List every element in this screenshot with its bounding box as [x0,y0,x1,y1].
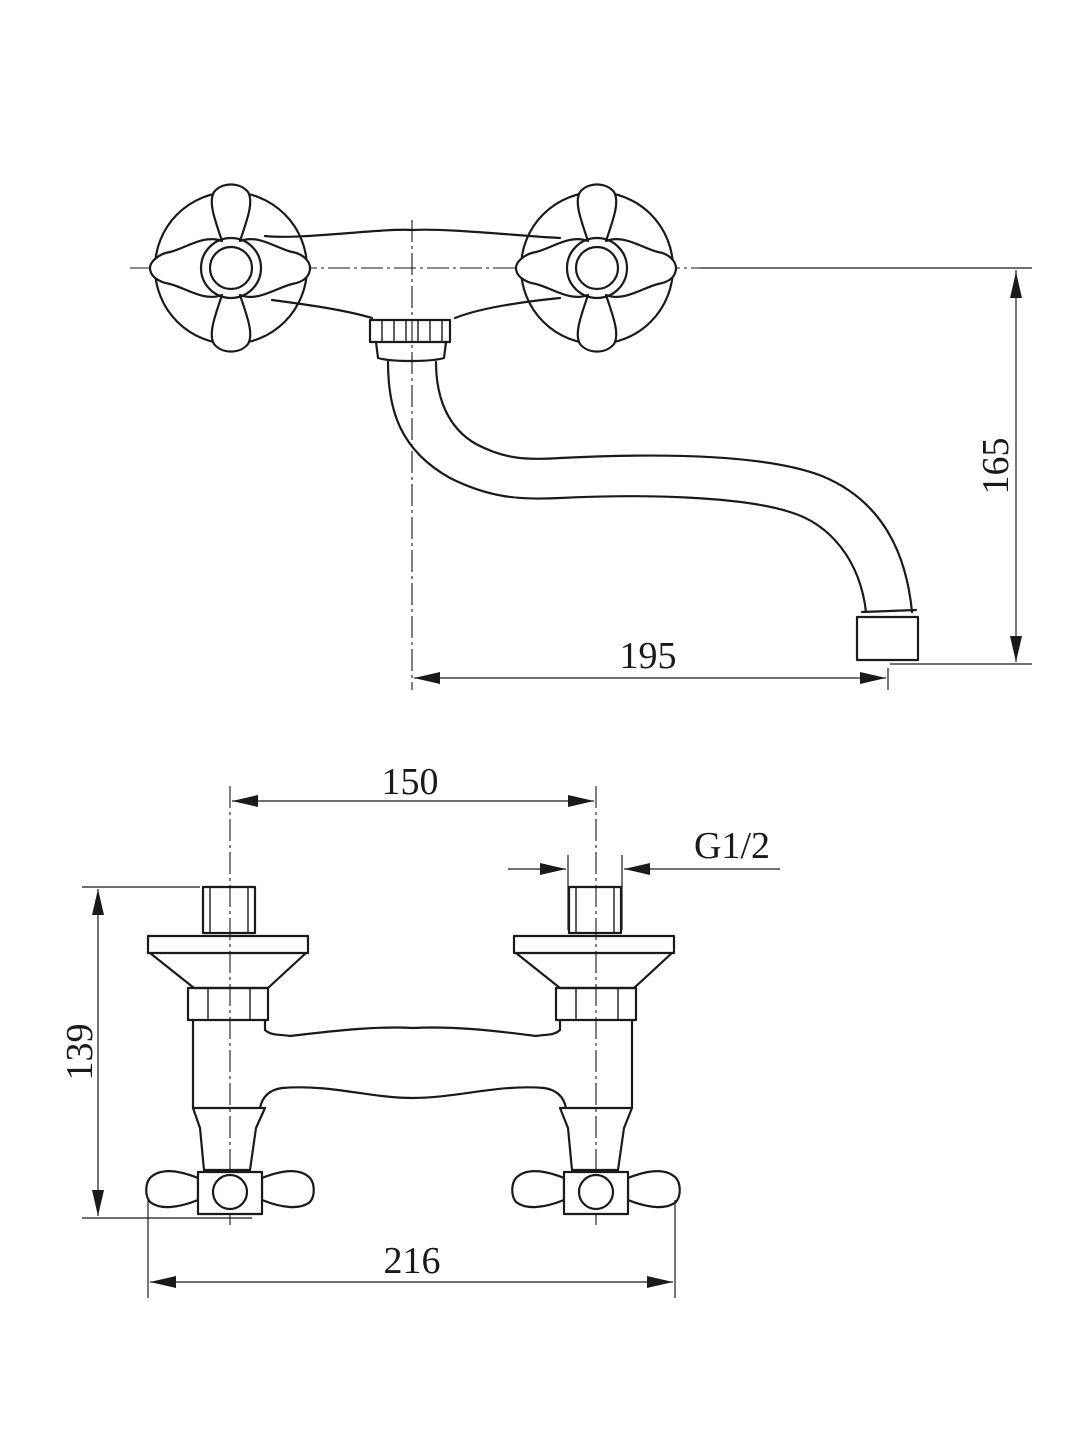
arrow-139-top [92,889,104,915]
left-spindle [191,1106,267,1172]
right-hub-inner [574,245,620,291]
top-view: 165 195 [130,183,1032,690]
left-valve-body [191,1018,292,1110]
left-flange [146,934,310,955]
dim-label-150: 150 [382,761,439,803]
left-inlet-connector [146,885,310,1022]
arrow-216-right [647,1276,673,1288]
left-flange-cone [148,951,308,990]
nut-knurl [368,318,452,344]
right-handle-hub [562,1170,630,1216]
arrow-216-left [150,1276,176,1288]
front-view: 150 G1/2 [59,761,780,1298]
right-hex-nut [554,986,638,1022]
right-flange-cone [514,951,674,990]
right-lever-left [511,1170,566,1209]
dim-label-thread: G1/2 [694,825,770,867]
right-hub-cap [577,1173,615,1211]
right-lever-right [626,1170,681,1209]
arrow-g12-left [540,863,566,875]
left-hex-nut [186,986,270,1022]
spout-outer [386,360,868,614]
right-cross-handle [514,183,678,353]
arrow-139-bottom [92,1190,104,1216]
arrow-165-bottom [1010,636,1022,662]
arrow-165-top [1010,272,1022,298]
right-hub-outer [565,236,629,300]
arrow-195-right [860,672,886,684]
spout-swivel-nut [368,318,452,363]
arrow-195-left [414,672,440,684]
left-hub-cap [211,1173,249,1211]
mixer-bridge [280,1026,546,1100]
arrow-150-right [568,795,594,807]
left-handle-hub [196,1170,264,1216]
aerator-top [860,608,918,614]
arrow-150-left [232,795,258,807]
spout-inner [434,360,914,614]
left-hub-outer [199,236,263,300]
left-hub-inner [208,245,254,291]
left-lever-left [145,1170,200,1209]
left-inlet-thread [201,885,257,935]
dim-label-195: 195 [620,635,677,677]
right-handle-front [511,1170,681,1216]
left-cross-handle [148,183,312,353]
right-flange [512,934,676,955]
dim-label-216: 216 [384,1240,441,1282]
dim-label-165: 165 [975,438,1017,495]
left-lever-right [260,1170,315,1209]
dim-label-139: 139 [59,1024,101,1081]
mixer-body-top [263,228,562,320]
right-valve-body [534,1018,634,1110]
left-handle-front [145,1170,315,1216]
right-spindle [558,1106,634,1172]
arrow-g12-right [624,863,650,875]
nut-collar [374,340,448,363]
aerator [855,615,920,662]
right-inlet-thread [567,885,623,935]
right-inlet-connector [512,885,676,1022]
